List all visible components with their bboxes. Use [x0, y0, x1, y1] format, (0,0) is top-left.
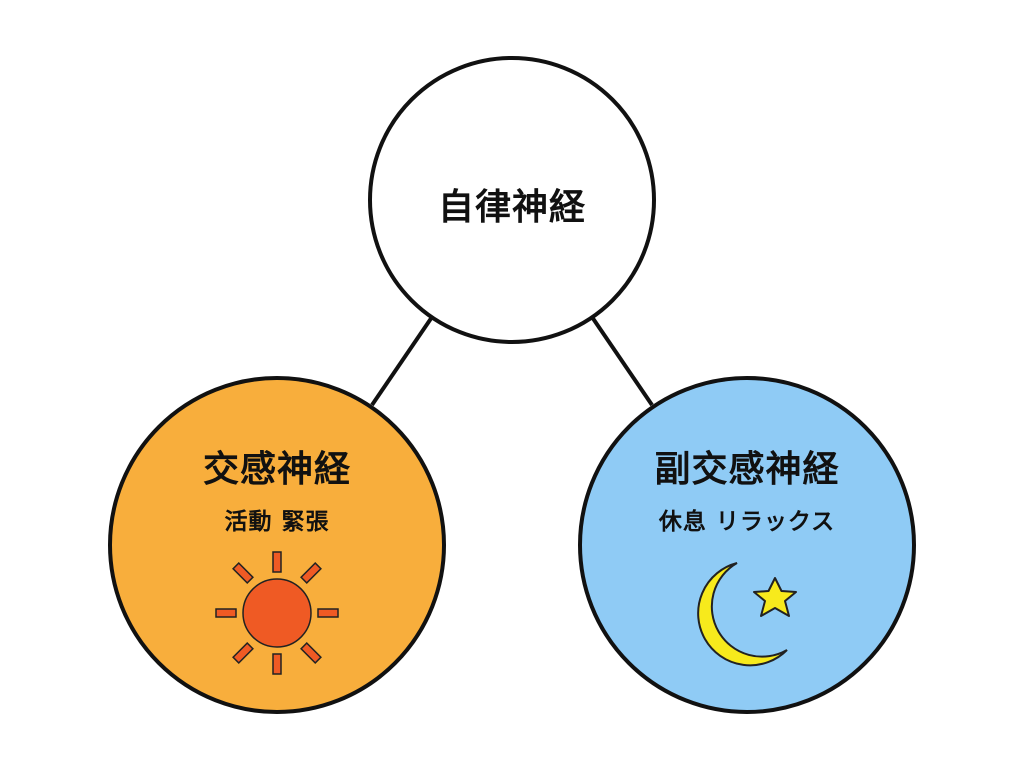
moon-icon [697, 562, 788, 667]
center-title: 自律神経 [437, 187, 586, 228]
right-node [578, 376, 916, 714]
connector-left [370, 315, 434, 407]
right-subtitle: 休息 リラックス [658, 509, 836, 535]
left-title: 交感神経 [202, 449, 351, 490]
center-node [368, 56, 656, 344]
right-title: 副交感神経 [654, 449, 840, 490]
connector-right [590, 315, 654, 407]
left-subtitle: 活動 緊張 [224, 509, 330, 535]
star-icon [753, 577, 797, 617]
sun-icon [215, 551, 339, 675]
left-node [108, 376, 446, 714]
